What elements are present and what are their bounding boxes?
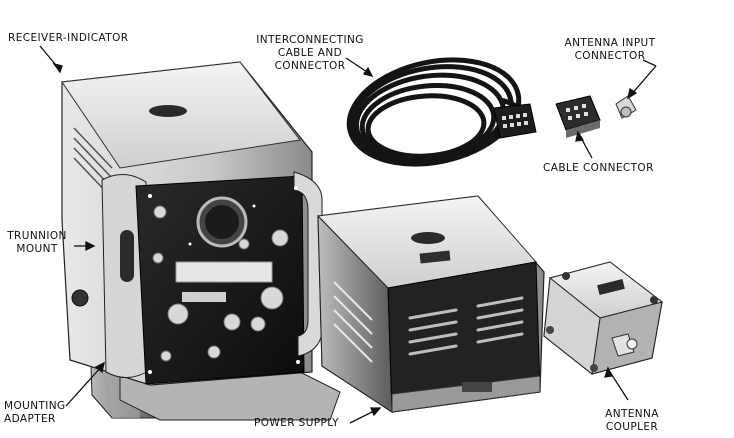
control-knob (238, 238, 250, 250)
antenna-input-connector (615, 95, 637, 119)
interconnecting-cable (346, 57, 525, 167)
label-line: ADAPTER (4, 413, 56, 425)
label-line: ANTENNA INPUT (564, 37, 656, 49)
cable-connector (555, 95, 601, 138)
frequency-window (175, 261, 273, 283)
cable-plug (493, 103, 537, 139)
control-knob (260, 286, 284, 310)
label-line: ANTENNA (605, 408, 659, 420)
control-knob (271, 229, 289, 247)
control-knob (160, 350, 172, 362)
label-power-supply: POWER SUPPLY (254, 417, 339, 429)
label-cable-connector: CABLE CONNECTOR (543, 162, 654, 174)
control-knob (250, 316, 266, 332)
receiver-handle (293, 171, 323, 357)
label-line: INTERCONNECTING (256, 34, 364, 46)
antenna-coupler-fitting (611, 333, 635, 357)
power-supply-front-vents (408, 296, 524, 356)
power-supply (316, 195, 545, 413)
control-knob (153, 205, 167, 219)
antenna-coupler (543, 261, 664, 375)
receiver-indicator (61, 61, 341, 421)
label-line: MOUNTING (4, 400, 66, 412)
label-antenna-coupler: ANTENNA COUPLER (596, 408, 668, 434)
label-trunnion-mount: TRUNNION MOUNT (0, 230, 74, 256)
label-line: CONNECTOR (274, 60, 346, 72)
label-receiver-indicator: RECEIVER-INDICATOR (8, 32, 129, 44)
leader-lines (39, 45, 657, 424)
label-interconnecting-cable: INTERCONNECTING CABLE AND CONNECTOR (252, 34, 368, 73)
control-knob (223, 313, 241, 331)
label-mounting-adapter: MOUNTING ADAPTER (4, 400, 66, 426)
control-knob (207, 345, 221, 359)
trunnion-knob (71, 289, 89, 307)
control-knob (152, 252, 164, 264)
label-line: COUPLER (605, 421, 659, 433)
label-line: MOUNT (16, 243, 58, 255)
label-antenna-input-connector: ANTENNA INPUT CONNECTOR (554, 37, 666, 63)
label-line: CONNECTOR (574, 50, 646, 62)
label-line: TRUNNION (7, 230, 67, 242)
power-supply-side-vents (333, 281, 373, 363)
label-line: CABLE AND (277, 47, 343, 59)
control-knob (167, 303, 189, 325)
